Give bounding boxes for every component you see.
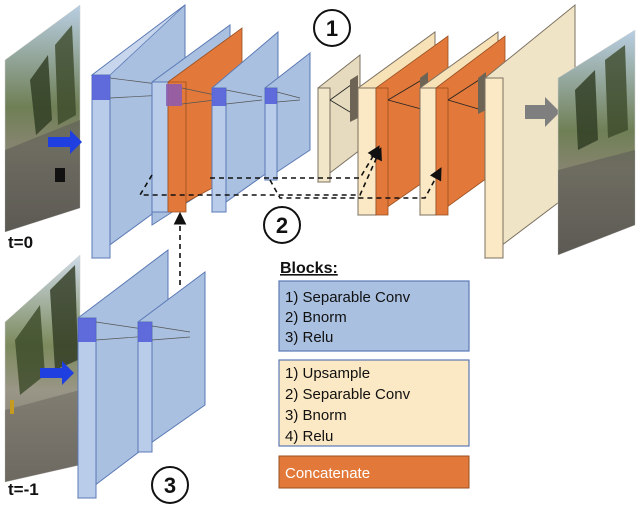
blue-right-arrow-icon: [40, 361, 74, 385]
legend-encoder-step-2: 2) Bnorm: [285, 309, 347, 326]
legend-decoder-step-3: 3) Bnorm: [285, 407, 347, 424]
callout-main-path: 1: [313, 9, 351, 47]
legend-concat-block: Concatenate: [278, 455, 470, 489]
output-frame: [557, 29, 636, 256]
encoder-layer-3: [211, 30, 279, 213]
legend-encoder-step-1: 1) Separable Conv: [285, 289, 411, 306]
callout-skip-connections: 2: [263, 206, 301, 244]
legend: Blocks: 1) Separable Conv 2) Bnorm 3) Re…: [278, 260, 470, 489]
legend-title: Blocks:: [280, 260, 338, 277]
callout-1-label: 1: [326, 16, 338, 41]
callout-2-label: 2: [276, 213, 288, 238]
decoder-output-layer: [484, 3, 576, 260]
callout-3-label: 3: [164, 473, 176, 498]
legend-decoder-step-4: 4) Relu: [285, 428, 333, 445]
legend-decoder-step-1: 1) Upsample: [285, 365, 370, 382]
legend-decoder-step-2: 2) Separable Conv: [285, 386, 411, 403]
callout-temporal-branch: 3: [151, 466, 189, 504]
input-frame-t0: [4, 4, 81, 233]
temporal-encoder-layer-2: [137, 271, 206, 453]
time-label-t-minus-1: t=-1: [8, 480, 39, 499]
legend-encoder-block: 1) Separable Conv 2) Bnorm 3) Relu: [278, 280, 470, 352]
gray-right-arrow-icon: [525, 97, 560, 127]
blue-right-arrow-icon: [48, 130, 82, 154]
decoder-layer-1: [317, 53, 361, 184]
encoder-layer-2-with-concat: [151, 24, 243, 226]
skip-connections: [138, 145, 442, 285]
legend-concat-label: Concatenate: [285, 465, 370, 482]
time-label-t0: t=0: [8, 233, 33, 252]
legend-encoder-step-3: 3) Relu: [285, 329, 333, 346]
encoder-layer-4: [264, 51, 311, 181]
legend-decoder-block: 1) Upsample 2) Separable Conv 3) Bnorm 4…: [278, 359, 470, 447]
